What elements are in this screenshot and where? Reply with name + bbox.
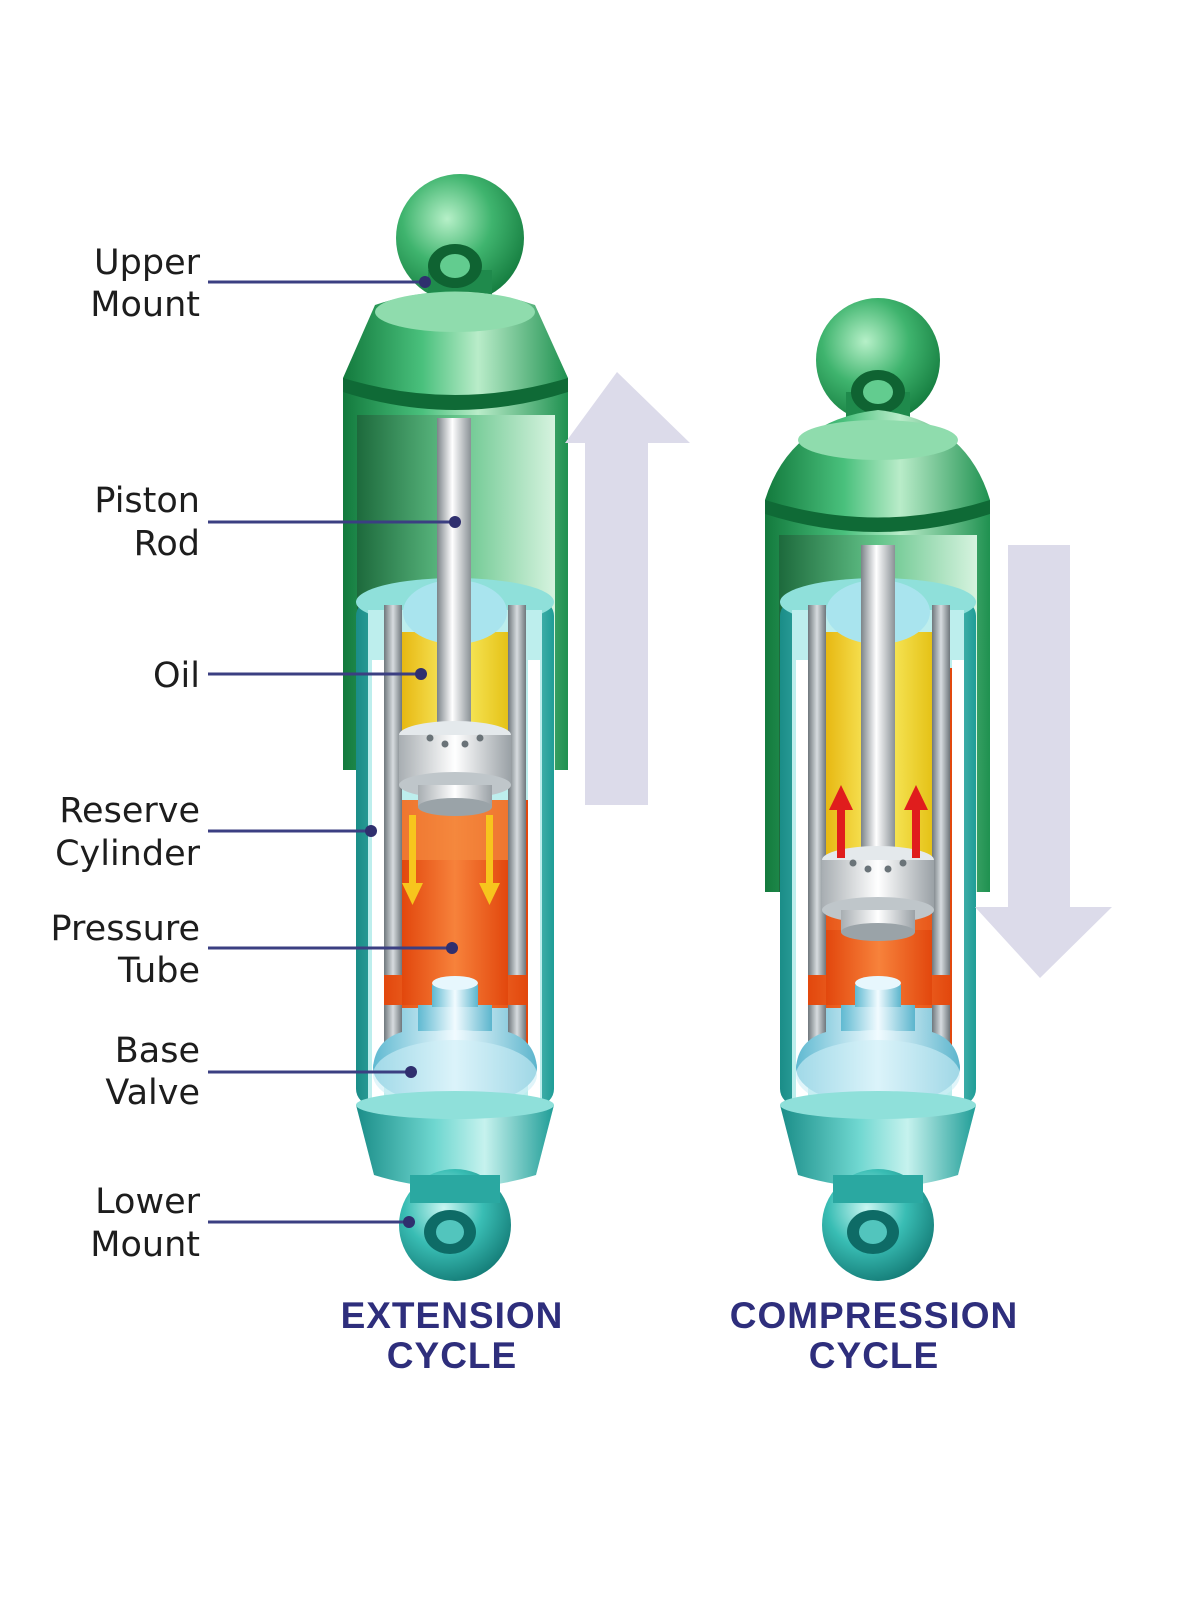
compression-motion-arrow-down [975,545,1112,978]
extension-piston [399,721,511,816]
leader-dot-base-valve [405,1066,417,1078]
label-oil: Oil [153,656,200,696]
extension-cycle-title-line2: CYCLE [387,1335,517,1376]
cycle-titles: EXTENSION CYCLE COMPRESSION CYCLE [341,1295,1019,1376]
label-base-valve-line1: Base [115,1031,200,1071]
leader-dot-pressure-tube [446,942,458,954]
label-lower-mount-line1: Lower [95,1182,200,1222]
leader-dot-piston-rod [449,516,461,528]
extension-flow-arrows [402,815,500,905]
leader-dot-reserve-cylinder [365,825,377,837]
compression-cycle-title-line1: COMPRESSION [730,1295,1019,1336]
extension-shock-absorber [343,174,568,1281]
extension-motion-arrow-up [565,372,690,805]
label-piston-rod-line1: Piston [94,481,200,521]
label-reserve-cylinder-line1: Reserve [59,791,200,831]
label-pressure-tube-line2: Tube [117,951,200,991]
label-lower-mount-line2: Mount [90,1225,200,1265]
extension-cycle-title-line1: EXTENSION [341,1295,564,1336]
label-reserve-cylinder-line2: Cylinder [55,834,201,874]
compression-lower-mount [780,1091,976,1281]
leader-lines [208,276,461,1228]
part-labels: Upper Mount Piston Rod Oil Reserve Cylin… [51,243,201,1265]
compression-piston-rod [861,545,895,855]
extension-piston-rod [437,418,471,730]
compression-shock-absorber [765,298,990,1281]
extension-lower-mount [356,1091,554,1281]
leader-dot-oil [415,668,427,680]
compression-piston [822,846,934,941]
compression-cycle-title-line2: CYCLE [809,1335,939,1376]
label-pressure-tube-line1: Pressure [51,909,200,949]
compression-flow-arrows [829,785,928,858]
compression-upper-mount [816,298,940,422]
label-upper-mount-line1: Upper [94,243,201,283]
leader-dot-upper-mount [419,276,431,288]
compression-base-valve [796,976,960,1110]
label-piston-rod-line2: Rod [134,524,200,564]
label-upper-mount-line2: Mount [90,285,200,325]
label-base-valve-line2: Valve [105,1073,200,1113]
leader-dot-lower-mount [403,1216,415,1228]
